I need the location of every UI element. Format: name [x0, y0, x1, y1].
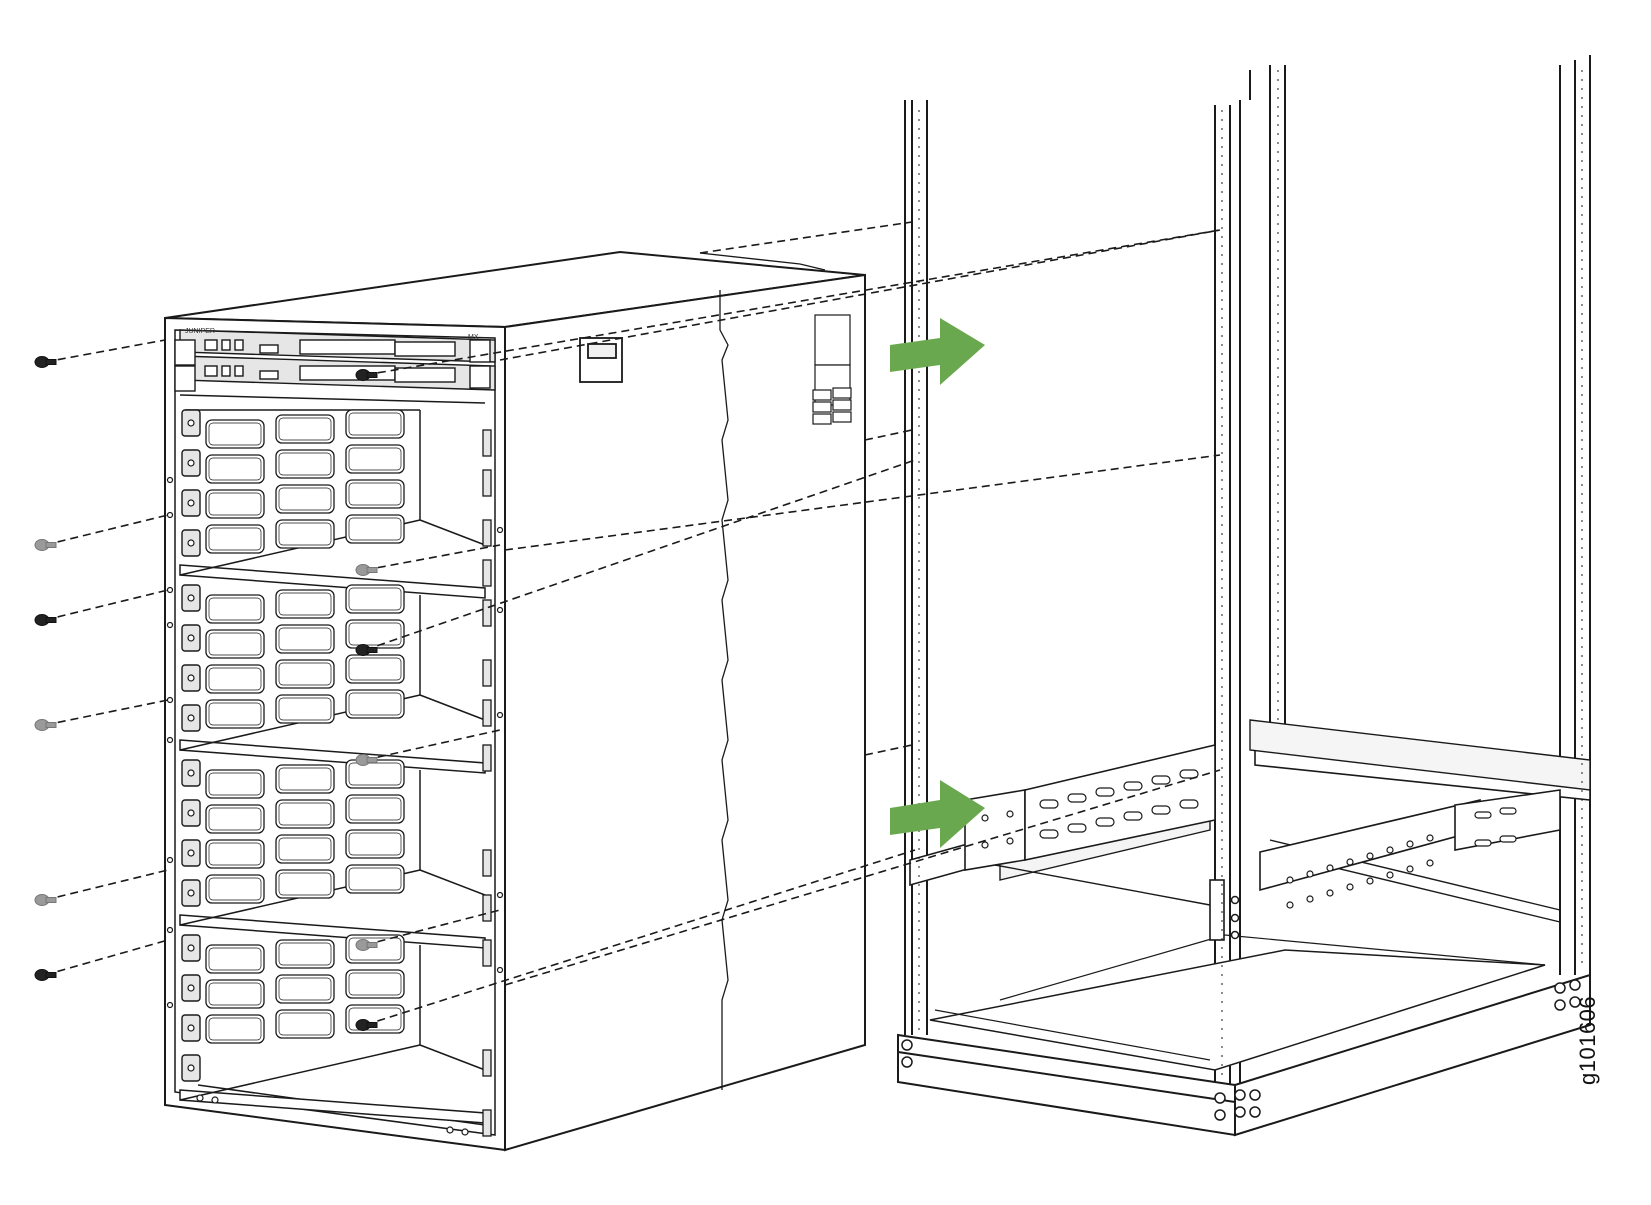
chassis-model: MX — [468, 334, 479, 341]
insert-arrow-top-icon — [890, 318, 985, 385]
side-labels — [812, 314, 852, 425]
rail-slots — [981, 769, 1517, 909]
routing-engines — [174, 329, 496, 392]
rack — [897, 55, 1591, 1137]
card-cage — [179, 394, 486, 1126]
insert-arrow-bottom-icon — [890, 780, 985, 848]
side-handle — [579, 337, 623, 383]
figure-id: g101606 — [1575, 995, 1600, 1085]
screws-light — [34, 539, 378, 951]
screws-dark — [34, 356, 378, 1031]
chassis — [164, 250, 866, 1152]
flange-holes — [166, 476, 504, 1136]
chassis-logo: JUNIPER — [185, 328, 215, 335]
rack-holes — [918, 70, 1583, 1080]
chassis-seams — [699, 252, 826, 1090]
right-handles — [482, 429, 492, 1137]
card-shelves — [179, 519, 486, 1124]
base-bolts — [901, 895, 1581, 1121]
alignment-lines — [44, 221, 1221, 1026]
